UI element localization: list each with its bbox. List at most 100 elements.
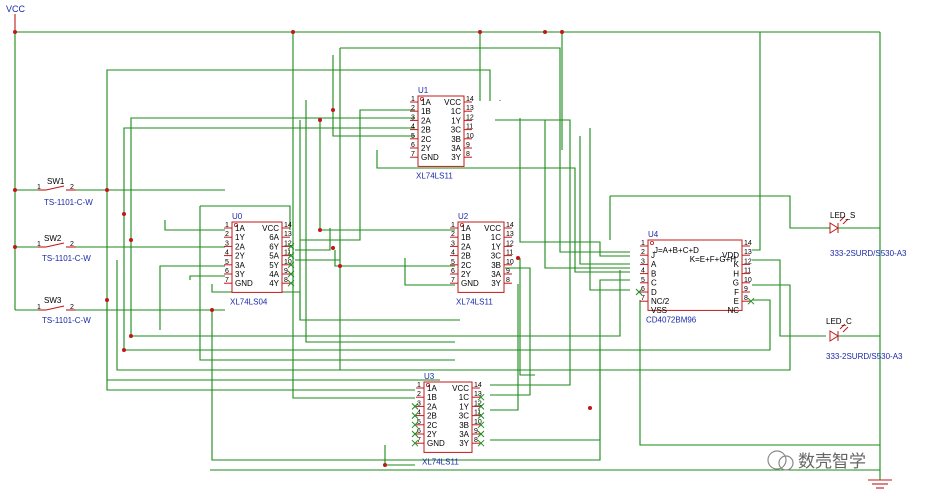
pin-number: 12	[506, 240, 514, 247]
pin-label: 2B	[427, 412, 437, 421]
pin1-marker-icon	[650, 240, 655, 245]
pin-label: 3Y	[451, 153, 461, 162]
pin-label: 3C	[451, 126, 461, 135]
chip-u4[interactable]: U4CD4072BM96J=A+B+C+DK=E+F+G+H1J2A3B4C5D…	[635, 230, 755, 324]
pin-label: VSS	[651, 306, 667, 315]
pin-number: 14	[506, 222, 514, 229]
pin-number: 2	[225, 231, 229, 238]
pin-label: 2C	[427, 421, 437, 430]
pin-number: 13	[744, 249, 752, 256]
chip-body	[457, 221, 505, 293]
pin-label: 3A	[491, 270, 501, 279]
switch-sw2[interactable]: SW2 1 2 TS-1101-C-W	[13, 234, 225, 263]
pin-label: 2A	[421, 116, 431, 125]
pin-label: 1A	[235, 224, 245, 233]
pin-label: 5Y	[269, 261, 279, 270]
pin-label: 1A	[421, 98, 431, 107]
svg-text:2: 2	[70, 304, 74, 311]
svg-text:2: 2	[70, 241, 74, 248]
vcc-label: VCC	[6, 4, 26, 14]
led-s[interactable]: LED_S 333-2SURD/S530-A3	[826, 211, 907, 258]
switch-sw3[interactable]: SW3 1 2 TS-1101-C-W	[15, 296, 225, 325]
chip-ref: U3	[424, 372, 435, 381]
watermark: 数壳智学	[767, 450, 866, 471]
pin-number: 3	[641, 258, 645, 265]
pin-number: 7	[641, 295, 645, 302]
led-c-part: 333-2SURD/S530-A3	[826, 352, 903, 361]
pin-label: 2A	[461, 242, 471, 251]
pin-number: 12	[744, 258, 752, 265]
sw2-part: TS-1101-C-W	[42, 254, 91, 263]
chip-part: XL74LS11	[422, 457, 459, 466]
pin-number: 1	[451, 222, 455, 229]
pin-label: 2Y	[235, 252, 245, 261]
chip-ref: U4	[648, 230, 659, 239]
pin-label: GND	[427, 439, 445, 448]
pin-label: 2Y	[427, 430, 437, 439]
pin-label: 3A	[451, 144, 461, 153]
pin1-marker-icon	[425, 382, 430, 387]
pin-number: 11	[506, 250, 513, 257]
pin-label: 6Y	[269, 242, 279, 251]
pin-label: 1Y	[235, 233, 245, 242]
junction-dots	[105, 30, 592, 467]
pin-label: 4Y	[269, 279, 279, 288]
pin-number: 7	[225, 277, 229, 284]
chip-ref: U0	[232, 212, 243, 221]
switch-sw1[interactable]: SW1 1 2 TS-1101-C-W	[13, 177, 225, 207]
pin-number: 11	[284, 250, 291, 257]
pin-number: 7	[451, 277, 455, 284]
pin-number: 7	[417, 437, 421, 444]
pin-number: 4	[411, 124, 415, 131]
pin-number: 2	[451, 231, 455, 238]
pin-number: 5	[411, 133, 415, 140]
pin-label: 1B	[461, 233, 471, 242]
chip-part: XL74LS04	[230, 297, 268, 306]
pin-number: 10	[744, 277, 752, 284]
led-c[interactable]: LED_C 333-2SURD/S530-A3	[826, 317, 903, 361]
pin-label: 2B	[421, 126, 431, 135]
chip-part: CD4072BM96	[646, 315, 697, 324]
ground-icon	[868, 479, 892, 489]
pin-number: 9	[284, 268, 288, 275]
svg-text:2: 2	[70, 184, 74, 191]
led-c-ref: LED_C	[826, 317, 852, 326]
pin-number: 6	[417, 428, 421, 435]
pin-label: C	[651, 279, 657, 288]
pin-label: 3C	[491, 252, 501, 261]
led-s-ref: LED_S	[830, 211, 855, 220]
pin-label: 2C	[421, 135, 431, 144]
pin-number: 11	[474, 410, 481, 417]
pin-number: 12	[466, 114, 474, 121]
chip-ref: U2	[458, 212, 469, 221]
pin-label: K	[734, 260, 740, 269]
chip-body	[423, 381, 473, 453]
pin1-marker-icon	[459, 222, 464, 227]
pin-label: 1C	[491, 233, 501, 242]
svg-text:1: 1	[37, 304, 41, 311]
sw1-ref: SW1	[47, 177, 65, 186]
pin1-marker-icon	[233, 222, 238, 227]
chip-equation-1: J=A+B+C+D	[654, 246, 699, 255]
pin-number: 4	[225, 250, 229, 257]
pin-label: 3Y	[459, 439, 469, 448]
sw2-ref: SW2	[44, 234, 62, 243]
pin-label: 3Y	[491, 279, 501, 288]
pin-label: 3A	[235, 261, 245, 270]
pin-label: A	[651, 260, 657, 269]
pin-label: 1B	[421, 107, 431, 116]
chip-body	[417, 95, 465, 167]
pin-label: 1A	[461, 224, 471, 233]
pin-number: 11	[744, 268, 751, 275]
pin-label: E	[734, 297, 739, 306]
pin-number: 7	[411, 151, 415, 158]
pin-number: 8	[744, 295, 748, 302]
pin-number: 2	[641, 249, 645, 256]
